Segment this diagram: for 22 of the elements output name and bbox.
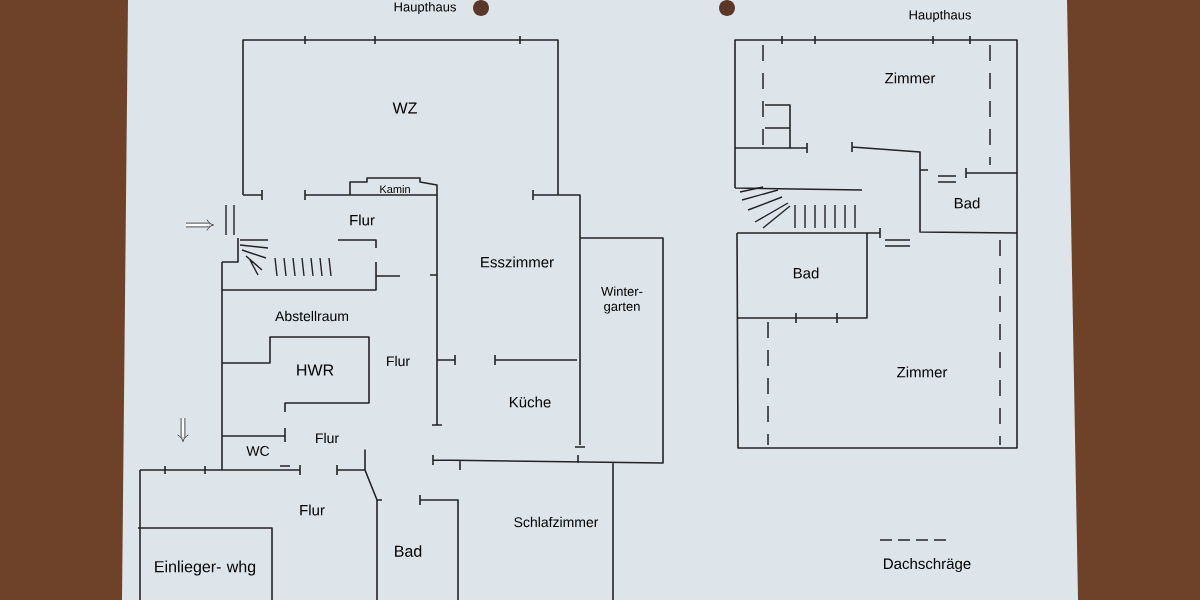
- room-label: Einlieger- whg: [155, 560, 256, 576]
- room-label: WZ: [392, 102, 417, 114]
- room-label: Küche: [509, 396, 551, 408]
- room-label: Flur: [300, 504, 325, 516]
- room-label: Zimmer: [897, 366, 948, 378]
- room-label: Flur: [387, 355, 410, 367]
- room-label: Bad: [793, 267, 819, 279]
- room-label: Winter- garten: [601, 286, 643, 314]
- room-label: Flur: [350, 214, 375, 226]
- room-label: Zimmer: [885, 72, 936, 84]
- room-label: Abstellraum: [275, 310, 349, 322]
- room-label: Flur: [316, 432, 339, 444]
- room-label: Haupthaus: [394, 1, 456, 15]
- room-label: HWR: [297, 364, 334, 376]
- room-label: Haupthaus: [909, 9, 971, 23]
- room-label: WC: [246, 446, 270, 456]
- room-label: Bad: [395, 545, 422, 557]
- room-label: Schlafzimmer: [514, 516, 599, 528]
- legend-label: Dachschräge: [884, 558, 971, 572]
- room-label: Kamin: [380, 184, 410, 194]
- room-label: Bad: [954, 197, 980, 209]
- room-label: Esszimmer: [481, 256, 554, 268]
